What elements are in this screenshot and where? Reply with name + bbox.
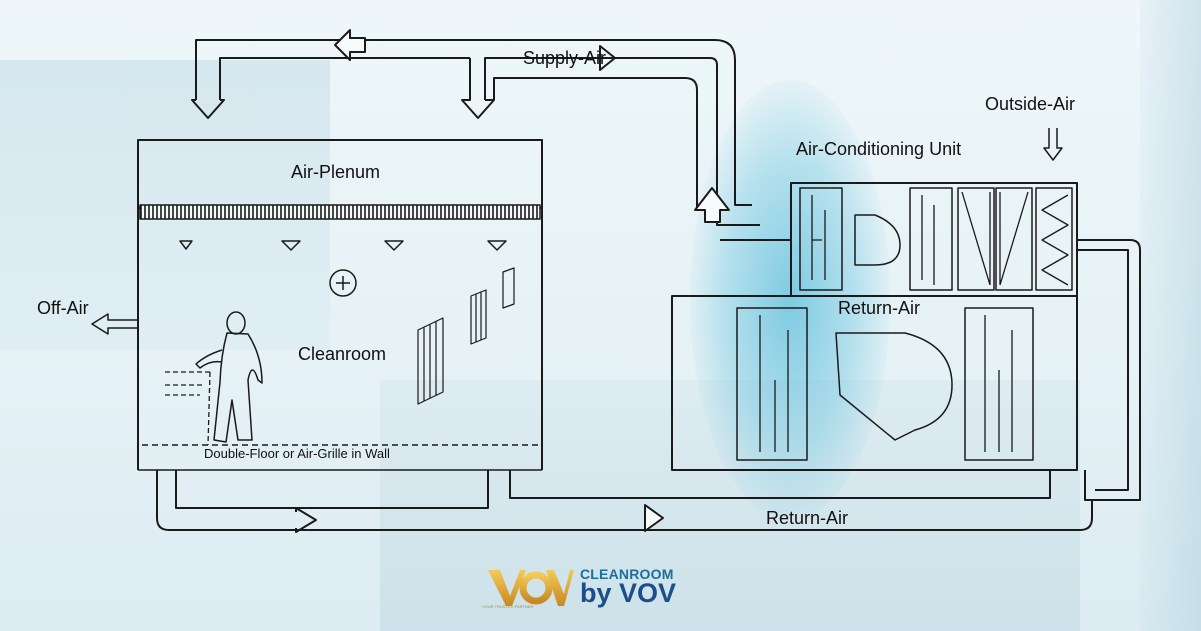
return-air-duct-inner2 [509,470,1051,499]
background-right-wall [1140,0,1201,631]
ac-main-fan [835,332,953,441]
filter-v-detail [961,191,991,286]
supply-air-arrow [599,45,616,71]
ceiling-diffuser [281,240,301,251]
supply-air-duct [195,39,752,206]
air-plenum-label: Air-Plenum [291,162,380,182]
by-vov-logo: by VOV [580,578,677,608]
supply-air-drop-left [191,99,225,119]
off-air-arrow [91,313,138,335]
pre-filter-element [1035,187,1073,291]
supply-air-label: Supply-Air [523,48,606,68]
wall-grille [417,267,515,405]
filter-v-element [995,187,1033,291]
cleanroom-logo-word: CLEANROOM [580,566,674,582]
supply-air-duct-inner [484,57,760,226]
supply-air-duct-inner [219,57,470,100]
ac-coil-lower-detail [984,315,1013,452]
background-cyan-glow [690,80,890,520]
ac-filter-lower [736,307,808,461]
ceiling-diffuser [487,240,507,251]
supply-air-duct-inner [493,77,698,210]
ceiling-filter-band [139,204,541,220]
filter-v-element [957,187,995,291]
pre-filter-zigzag [1041,194,1069,286]
supply-air-drop-mid [461,58,495,119]
filter-element-detail [811,195,826,280]
workbench [165,371,211,446]
outside-air-inlet [1043,128,1063,161]
cleanroom-enclosure [137,139,543,470]
vov-logo [488,570,574,606]
fan-symbol [854,214,901,266]
ac-return-duct-right-inner [1077,249,1129,491]
return-air-duct-inner [175,470,489,509]
ac-unit-body [671,295,1078,471]
coil-element [909,187,953,291]
filter-element [799,187,843,291]
logo-area: YOUR TRUSTED PARTNER CLEANROOM by VOV [480,560,680,622]
pressure-symbol [329,269,357,297]
ceiling-diffuser [179,240,193,250]
return-air-duct-label: Return-Air [766,508,848,528]
air-conditioning-unit-label: Air-Conditioning Unit [796,139,961,159]
ceiling-diffuser [384,240,404,251]
filter-v-detail [999,191,1029,286]
operator-figure [195,311,263,443]
floor-note-label: Double-Floor or Air-Grille in Wall [204,446,390,461]
ac-coil-lower [964,307,1034,461]
return-air-duct-outer [156,470,1093,531]
cleanroom-label: Cleanroom [298,344,386,364]
ac-return-duct-right [1077,239,1141,501]
off-air-label: Off-Air [37,298,89,318]
return-air-arrow [295,507,317,533]
coil-element-detail [921,195,935,285]
vov-tagline: YOUR TRUSTED PARTNER [482,604,534,609]
outside-air-label: Outside-Air [985,94,1075,114]
supply-air-return-arrow [694,187,730,223]
pressure-symbol-plus [336,276,350,290]
ac-unit-lower-left [720,239,792,296]
supply-air-arrow [334,29,366,61]
return-air-unit-label: Return-Air [838,298,920,318]
ac-filter-lower-detail [759,315,789,452]
return-air-arrow-big [644,504,664,532]
